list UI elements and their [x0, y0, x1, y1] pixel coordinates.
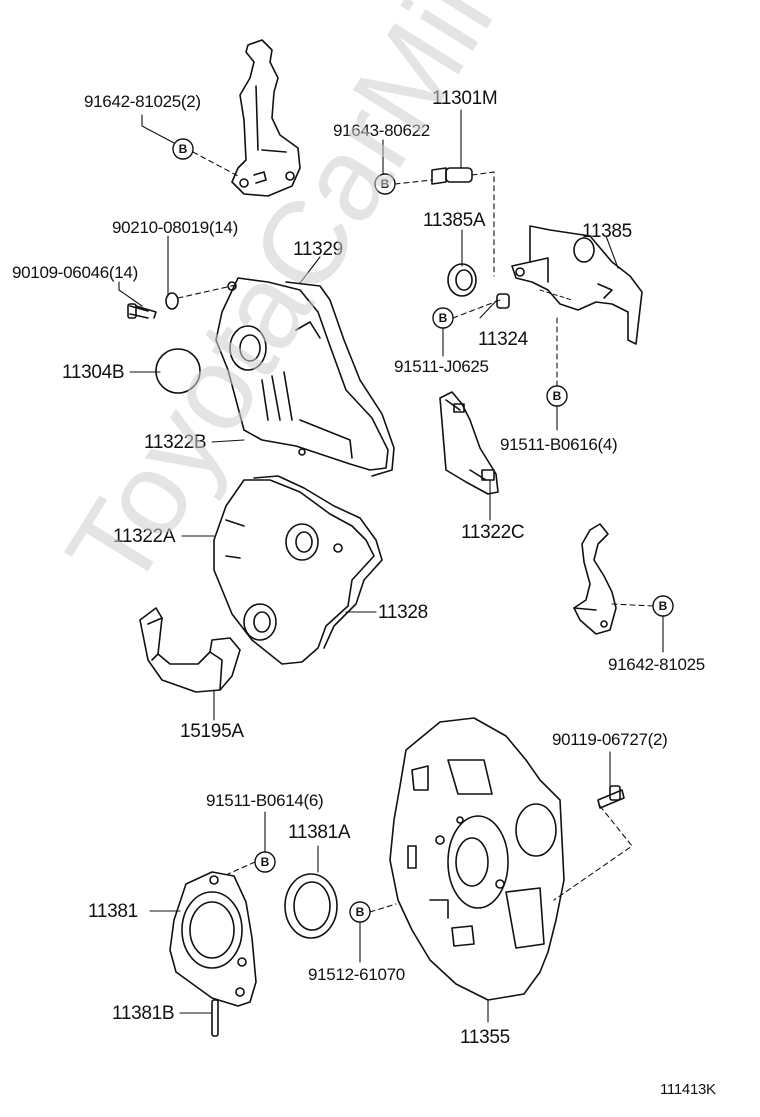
svg-text:B: B [439, 311, 448, 325]
part-label-91642-81025-2: 91642-81025(2) [84, 92, 201, 111]
plug-11304B [155, 348, 201, 394]
guide-15195A [139, 607, 241, 693]
engine-hanger-top [231, 39, 301, 197]
oil-seal-11381A [284, 873, 338, 939]
part-label-91643-80622: 91643-80622 [333, 121, 430, 140]
part-label-11322A: 11322A [113, 526, 176, 547]
bolt-b-label: B [179, 142, 188, 156]
timing-cover-upper-11322B [215, 277, 395, 477]
part-label-11324: 11324 [478, 329, 528, 350]
part-label-11385: 11385 [582, 221, 632, 242]
part-label-90109-06046-14: 90109-06046(14) [12, 263, 138, 282]
svg-text:B: B [553, 389, 562, 403]
part-label-11381: 11381 [88, 901, 138, 922]
end-plate-11355 [389, 717, 565, 1001]
figure-code: 111413K [660, 1081, 716, 1098]
svg-text:B: B [381, 177, 390, 191]
part-label-11322C: 11322C [461, 522, 525, 543]
part-label-11385A: 11385A [423, 210, 486, 231]
part-label-91511-B0616-4: 91511-B0616(4) [500, 435, 618, 454]
part-label-11381B: 11381B [112, 1003, 175, 1024]
pin-11381B [211, 999, 219, 1037]
leader-lines [118, 109, 664, 1023]
part-label-11322B: 11322B [144, 432, 207, 453]
part-label-11304B: 11304B [62, 362, 125, 383]
bolt-90109 [127, 284, 237, 319]
timing-cover-lower-11322A [213, 475, 383, 665]
bolt-90119 [553, 785, 633, 901]
part-label-90210-08019-14: 90210-08019(14) [112, 218, 238, 237]
part-label-91511-J0625: 91511-J0625 [394, 357, 489, 376]
seal-retainer-11381 [169, 871, 257, 1007]
part-label-90119-06727-2: 90119-06727(2) [552, 730, 668, 749]
bracket-11385 [511, 225, 643, 345]
dowel-pin-11301M [431, 167, 495, 277]
engine-hanger-right [573, 523, 617, 635]
bushing-11324 [496, 293, 510, 309]
svg-text:B: B [659, 599, 668, 613]
part-label-15195A: 15195A [180, 721, 244, 742]
part-label-11329: 11329 [293, 239, 343, 260]
part-label-11381A: 11381A [288, 822, 351, 843]
svg-text:B: B [356, 905, 365, 919]
part-label-91642-81025: 91642-81025 [608, 655, 705, 674]
guide-11322C [439, 391, 499, 495]
part-label-91512-61070: 91512-61070 [308, 965, 405, 984]
part-label-11301M: 11301M [432, 88, 498, 109]
part-label-91511-B0614-6: 91511-B0614(6) [206, 791, 324, 810]
svg-text:B: B [261, 855, 270, 869]
part-label-11328: 11328 [378, 602, 428, 623]
part-label-11355: 11355 [460, 1027, 510, 1048]
oil-seal-11385A [447, 263, 477, 297]
